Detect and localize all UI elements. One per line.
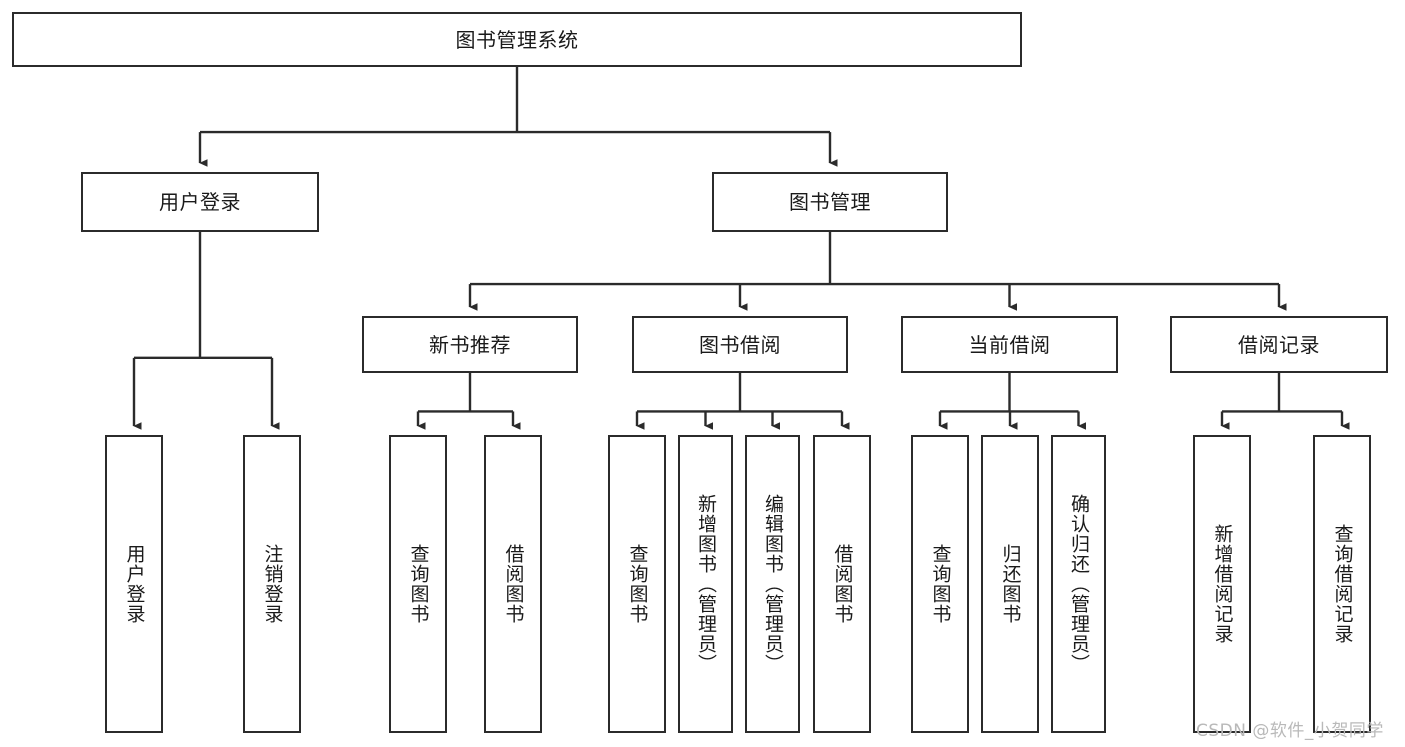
node-label: 当前借阅 (968, 332, 1051, 357)
node-leaf-brw-1: 查询图书 (608, 435, 666, 733)
node-label: 借阅图书 (831, 544, 854, 624)
node-l3-borrow: 图书借阅 (632, 316, 848, 373)
node-label: 查询图书 (407, 544, 430, 624)
node-leaf-brw-4: 借阅图书 (813, 435, 871, 733)
node-l3-new: 新书推荐 (362, 316, 578, 373)
node-leaf-new-2: 借阅图书 (484, 435, 542, 733)
node-label: 新书推荐 (429, 332, 511, 357)
node-l3-current: 当前借阅 (901, 316, 1118, 373)
node-leaf-brw-2: 新增图书（管理员） (678, 435, 733, 733)
node-leaf-rec-1: 新增借阅记录 (1193, 435, 1251, 733)
node-l2-login: 用户登录 (81, 172, 319, 232)
node-label: 用户登录 (123, 544, 146, 624)
node-label: 图书管理系统 (455, 27, 579, 52)
node-label: 查询图书 (929, 544, 952, 624)
node-l3-record: 借阅记录 (1170, 316, 1388, 373)
node-leaf-login-1: 用户登录 (105, 435, 163, 733)
node-label: 归还图书 (999, 544, 1022, 624)
node-label: 编辑图书（管理员） (761, 494, 784, 674)
node-leaf-rec-2: 查询借阅记录 (1313, 435, 1371, 733)
node-label: 新增图书（管理员） (694, 494, 717, 674)
node-label: 查询图书 (626, 544, 649, 624)
node-label: 注销登录 (261, 544, 284, 624)
node-leaf-cur-2: 归还图书 (981, 435, 1039, 733)
node-label: 查询借阅记录 (1331, 524, 1354, 644)
node-label: 图书管理 (789, 190, 871, 214)
node-root: 图书管理系统 (12, 12, 1022, 67)
node-leaf-login-2: 注销登录 (243, 435, 301, 733)
node-label: 用户登录 (159, 190, 241, 214)
node-l2-book: 图书管理 (712, 172, 948, 232)
connector-lines (132, 67, 1350, 430)
node-label: 借阅记录 (1238, 332, 1320, 357)
node-leaf-new-1: 查询图书 (389, 435, 447, 733)
node-leaf-cur-3: 确认归还（管理员） (1051, 435, 1106, 733)
node-label: 确认归还（管理员） (1067, 494, 1090, 674)
node-label: 新增借阅记录 (1211, 524, 1234, 644)
node-label: 借阅图书 (502, 544, 525, 624)
node-label: 图书借阅 (699, 332, 781, 357)
node-leaf-cur-1: 查询图书 (911, 435, 969, 733)
node-leaf-brw-3: 编辑图书（管理员） (745, 435, 800, 733)
